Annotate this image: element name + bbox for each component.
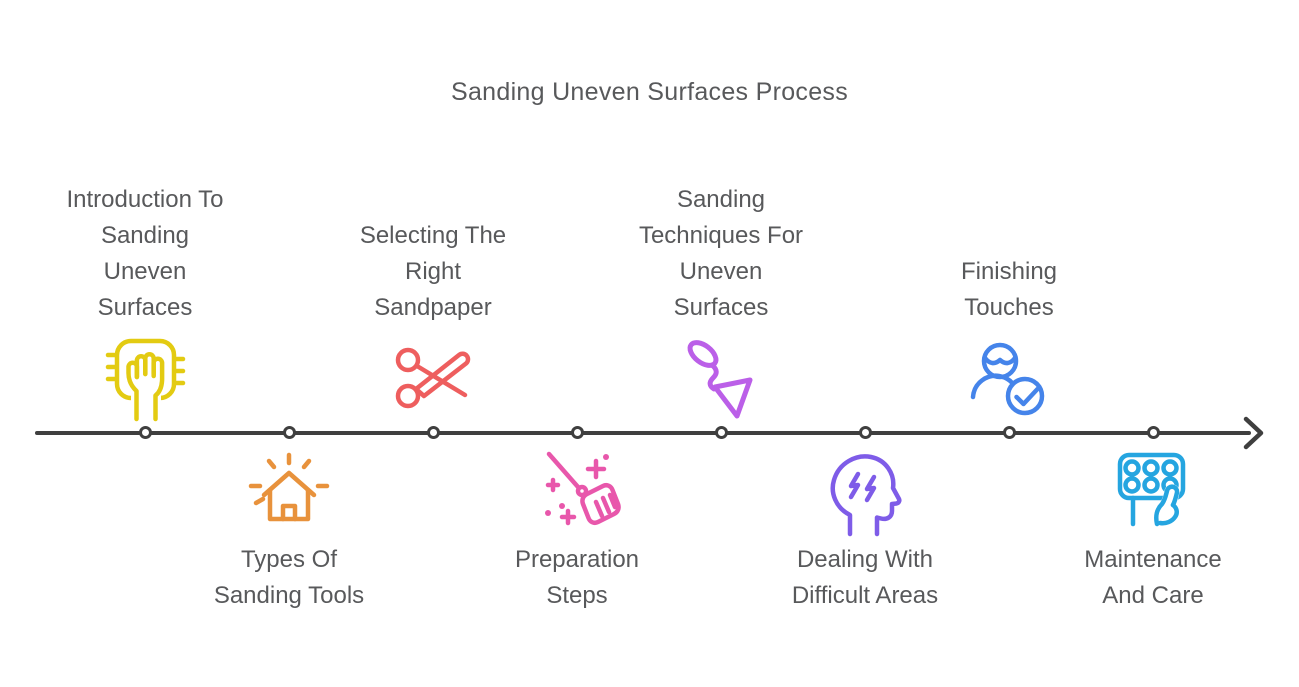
step-label: Types Of Sanding Tools: [213, 546, 365, 609]
timeline-node: [715, 426, 728, 439]
timeline-node: [571, 426, 584, 439]
step-label: Dealing With Difficult Areas: [791, 546, 939, 609]
step-label: Preparation Steps: [514, 546, 640, 609]
step-label: Sanding Techniques For Uneven Surfaces: [638, 186, 804, 321]
sanding-block-hand-icon: [100, 334, 190, 424]
timeline-node: [283, 426, 296, 439]
timeline-node: [427, 426, 440, 439]
head-lightning-icon: [820, 448, 910, 538]
timeline-line: [35, 431, 1251, 435]
person-check-icon: [964, 334, 1054, 424]
step-label: Finishing Touches: [960, 258, 1058, 321]
broom-sparkles-icon: [532, 448, 622, 538]
keypad-finger-icon: [1108, 448, 1198, 538]
timeline-node: [1147, 426, 1160, 439]
trowel-icon: [676, 334, 766, 424]
scissors-icon: [388, 334, 478, 424]
step-label: Selecting The Right Sandpaper: [359, 222, 507, 321]
page-title: Sanding Uneven Surfaces Process: [450, 78, 849, 106]
shining-house-icon: [244, 448, 334, 538]
step-label: Introduction To Sanding Uneven Surfaces: [66, 186, 224, 321]
timeline-arrow-icon: [1243, 416, 1264, 450]
timeline-node: [1003, 426, 1016, 439]
timeline-node: [859, 426, 872, 439]
timeline-node: [139, 426, 152, 439]
step-label: Maintenance And Care: [1084, 546, 1222, 609]
